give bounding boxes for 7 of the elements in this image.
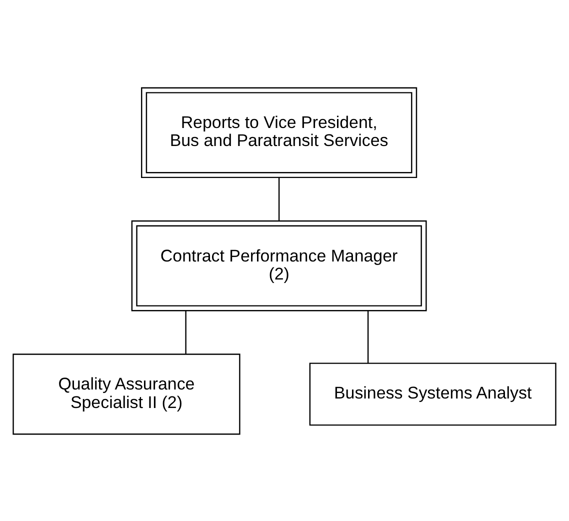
connector: [367, 310, 369, 363]
node-box: Contract Performance Manager (2): [131, 220, 427, 311]
node-box: Business Systems Analyst: [309, 362, 556, 426]
connector: [278, 177, 280, 220]
node-box: Quality Assurance Specialist II (2): [12, 353, 240, 434]
connector: [185, 310, 186, 354]
node-box: Reports to Vice President, Bus and Paratransit Services: [141, 86, 418, 178]
